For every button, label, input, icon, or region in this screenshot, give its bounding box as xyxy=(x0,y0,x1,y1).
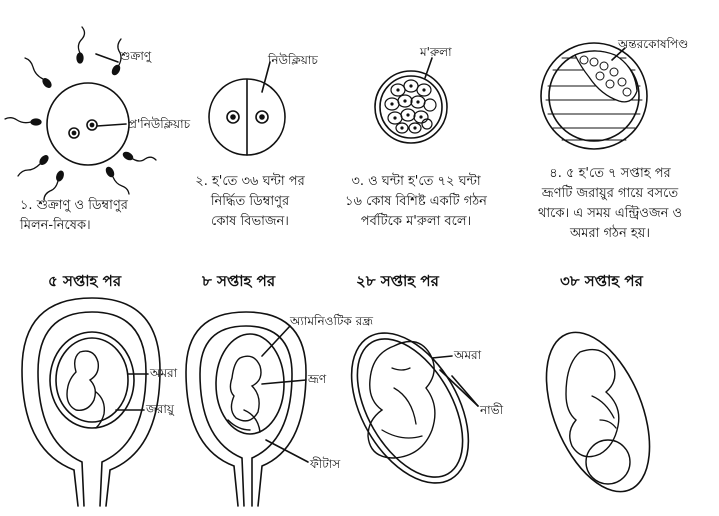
two-cell-drawing xyxy=(208,61,286,156)
embryo-5wk xyxy=(66,350,100,411)
label-cord-28wk: নাভী xyxy=(480,403,504,417)
label-amniotic-8wk: অ্যামনিওটিক রন্ধ্র xyxy=(290,314,373,328)
leader-fetus-8wk xyxy=(265,439,309,463)
blastocyst-outer xyxy=(540,42,648,150)
week5-heading: ৫ সপ্তাহ পর xyxy=(48,272,122,290)
stage1-caption: ১. শুক্রাণু ও ডিম্বাণুর মিলন-নিষেক। xyxy=(20,196,128,236)
nucleus-left xyxy=(226,110,240,124)
sperm-cells xyxy=(4,26,157,201)
stage1-caption-line1: ১. শুক্রাণু ও ডিম্বাণুর xyxy=(20,198,128,213)
leader-embryo-8wk xyxy=(261,379,307,385)
stage3-caption-line2: ১৬ কোষ বিশিষ্ট একটি গঠন xyxy=(345,194,487,209)
stage4-caption-line2: ভ্রূণটি জরায়ুর গায়ে বসতে xyxy=(541,186,679,201)
fertilization-drawing xyxy=(4,26,157,201)
stage3-caption-line3: পর্বটিকে ম'রুলা বলে। xyxy=(360,214,472,229)
week8-drawing xyxy=(185,311,309,507)
leader-inner-cell-mass xyxy=(611,47,626,61)
ovum-outline xyxy=(46,82,130,166)
label-sperm: শুক্রাণু xyxy=(120,49,152,63)
embryo-8wk xyxy=(229,355,262,422)
nucleus-right xyxy=(255,110,269,124)
week38-heading: ৩৮ সপ্তাহ পর xyxy=(560,272,643,290)
week38-drawing xyxy=(545,331,651,493)
leader-pronucleus xyxy=(96,123,127,127)
week28-drawing xyxy=(350,332,479,484)
stage2-caption-line1: ২. হ'তে ৩৬ ঘন্টা পর xyxy=(195,174,305,189)
week28-heading: ২৮ সপ্তাহ পর xyxy=(356,272,439,290)
stage3-caption-line1: ৩. ও ঘন্টা হ'তে ৭২ ঘন্টা xyxy=(351,174,481,189)
amniotic-sac-8wk xyxy=(215,333,285,435)
label-fetus-8wk: ফীটাস xyxy=(310,457,341,471)
label-amnion-28wk: অমরা xyxy=(454,348,482,362)
week5-drawing xyxy=(21,297,161,507)
uterus-wall-inner xyxy=(37,311,147,507)
leader-morula xyxy=(424,57,433,79)
male-pronucleus xyxy=(68,127,80,139)
stage4-caption-line1: ৪. ৫ হ'তে ৭ সপ্তাহ পর xyxy=(549,166,671,181)
stage2-caption: ২. হ'তে ৩৬ ঘন্টা পর নির্দ্ধিত ডিম্বাণুর … xyxy=(180,172,320,232)
label-nucleus: নিউক্লিয়াচ xyxy=(268,53,318,67)
stage2-caption-line2: নির্দ্ধিত ডিম্বাণুর xyxy=(210,194,290,209)
stage3-caption: ৩. ও ঘন্টা হ'তে ৭২ ঘন্টা ১৬ কোষ বিশিষ্ট … xyxy=(336,172,496,232)
week8-heading: ৮ সপ্তাহ পর xyxy=(202,272,276,290)
morula-outer xyxy=(374,70,448,144)
label-morula: ম'রুলা xyxy=(420,45,452,59)
label-inner-cell-mass: অন্তরকোষপিণ্ড xyxy=(618,37,689,51)
stage4-caption: ৪. ৫ হ'তে ৭ সপ্তাহ পর ভ্রূণটি জরায়ুর গা… xyxy=(520,164,700,244)
leader-nucleus xyxy=(261,61,271,93)
leader-cord-28wk-b xyxy=(451,375,479,407)
fetus-38wk xyxy=(565,348,620,458)
leader-amniotic-8wk xyxy=(261,325,291,357)
morula-drawing xyxy=(374,57,448,144)
uterus-wall-outer xyxy=(21,297,161,507)
inner-cell-mass xyxy=(574,50,638,103)
amnion-sac xyxy=(49,331,135,429)
stage4-caption-line3: থাকে। এ সময় এন্ট্রিওজন ও xyxy=(537,206,683,221)
fetus-38wk-head xyxy=(585,439,631,485)
fetus-28wk xyxy=(367,340,436,459)
label-pronucleus: প্র'নিউক্লিয়াচ xyxy=(128,117,191,131)
label-embryo-8wk: ভ্রূণ xyxy=(308,372,327,386)
leader-sperm xyxy=(95,53,119,63)
female-pronucleus xyxy=(86,119,98,131)
stage2-caption-line3: কোষ বিভাজন। xyxy=(211,214,289,229)
uterus-wall-outer-8wk xyxy=(185,311,307,507)
leader-amnion-28wk xyxy=(431,355,453,359)
leader-cord-28wk-a xyxy=(439,369,479,407)
stage4-caption-line4: অমরা গঠন হয়। xyxy=(569,226,651,241)
blastocyst-drawing xyxy=(540,42,648,150)
label-amnion-5wk: অমরা xyxy=(150,366,178,380)
label-uterus-5wk: জরায়ু xyxy=(146,402,174,416)
stage1-caption-line2: মিলন-নিষেক। xyxy=(20,218,91,233)
uterus-38wk xyxy=(545,331,651,493)
